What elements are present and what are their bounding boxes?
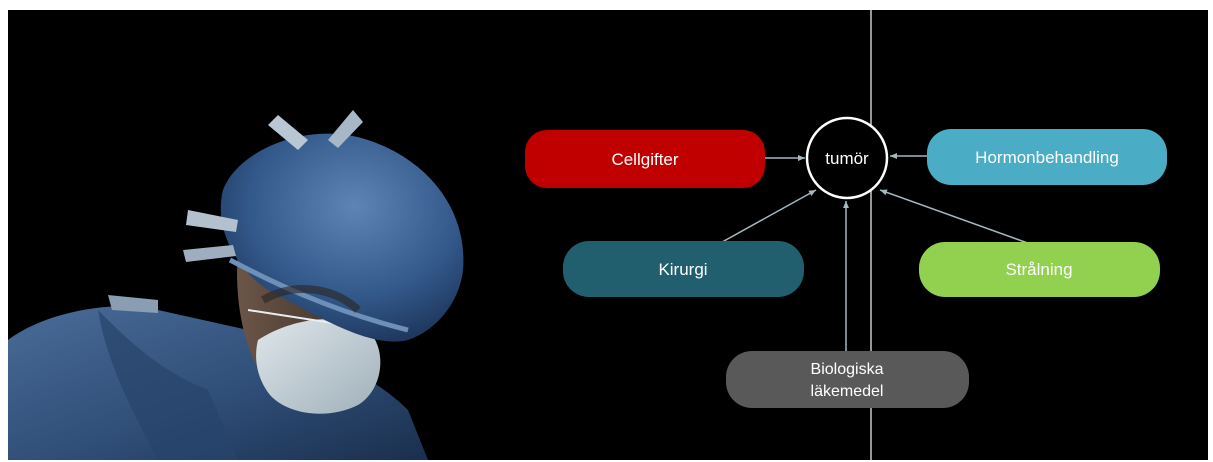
node-cellgifter-label: Cellgifter xyxy=(611,150,678,169)
connector-stralning xyxy=(880,190,1036,246)
node-cellgifter: Cellgifter xyxy=(525,130,765,188)
node-hormonbehandling: Hormonbehandling xyxy=(927,129,1167,185)
connector-kirurgi xyxy=(715,190,816,246)
node-kirurgi: Kirurgi xyxy=(563,241,804,297)
node-stralning-label: Strålning xyxy=(1005,260,1072,279)
treatment-diagram: Cellgifter tumör Hormonbehandling Kirurg… xyxy=(8,10,1208,460)
node-biologiska-label-line2: läkemedel xyxy=(811,383,884,400)
node-hormonbehandling-label: Hormonbehandling xyxy=(975,148,1119,167)
node-biologiska-lakemedel: Biologiska läkemedel xyxy=(726,351,969,408)
node-tumor: tumör xyxy=(807,118,887,198)
node-stralning: Strålning xyxy=(919,242,1160,297)
presentation-slide: Cellgifter tumör Hormonbehandling Kirurg… xyxy=(8,10,1208,460)
tumor-label: tumör xyxy=(825,149,869,168)
node-biologiska-label-line1: Biologiska xyxy=(811,361,884,378)
node-kirurgi-label: Kirurgi xyxy=(658,260,707,279)
